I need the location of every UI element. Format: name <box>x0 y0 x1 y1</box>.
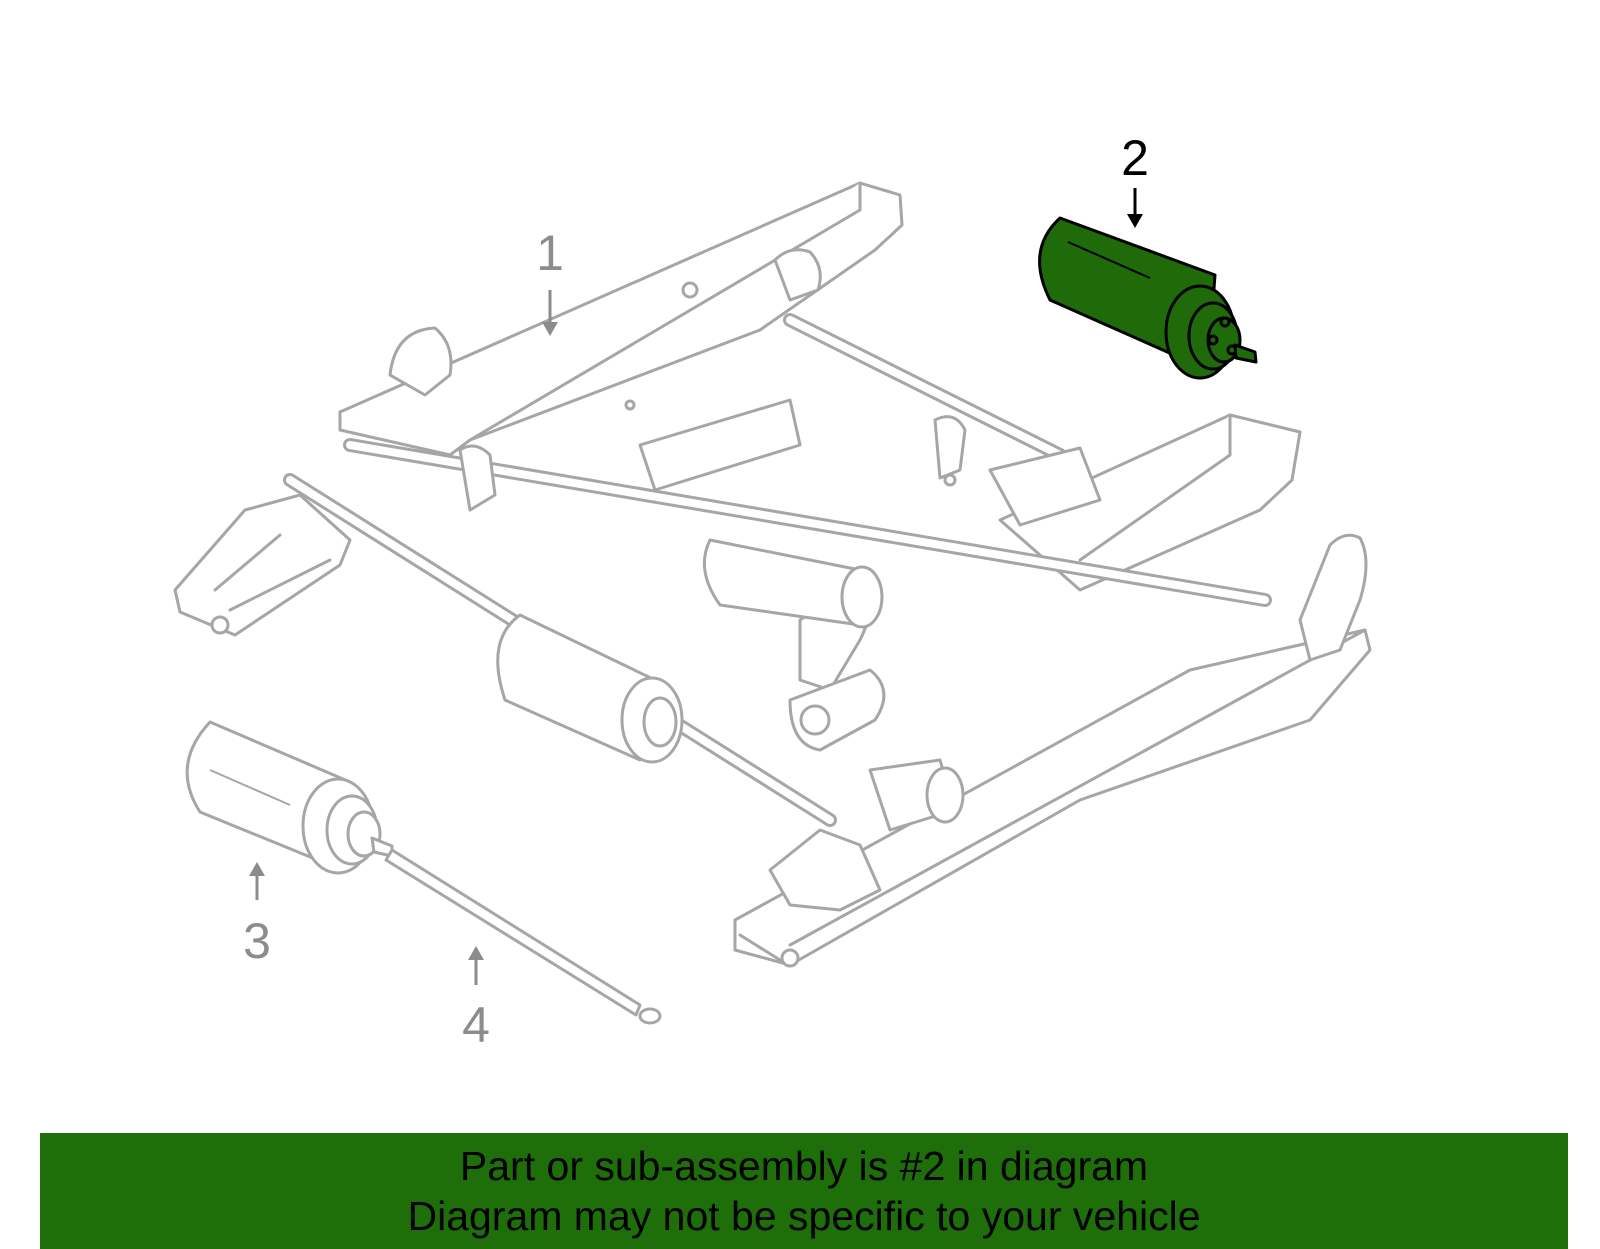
banner-line-2: Diagram may not be specific to your vehi… <box>407 1193 1201 1239</box>
banner-line-1: Part or sub-assembly is #2 in diagram <box>459 1143 1149 1189</box>
callout-1-label: 1 <box>536 225 564 281</box>
callout-4-label: 4 <box>462 997 490 1053</box>
parts-diagram: 1 2 3 4 <box>173 130 1372 1053</box>
callout-3-label: 3 <box>243 913 271 969</box>
seat-motor-loose[interactable] <box>185 720 394 875</box>
seat-track-assembly[interactable] <box>173 181 1372 968</box>
callout-3: 3 <box>243 862 271 969</box>
callout-2-label: 2 <box>1121 130 1149 186</box>
info-banner: Part or sub-assembly is #2 in diagram Di… <box>40 1133 1568 1249</box>
callout-2: 2 <box>1121 130 1149 228</box>
seat-motor-highlighted[interactable] <box>1038 211 1258 380</box>
callout-1: 1 <box>536 225 564 336</box>
callout-4: 4 <box>462 946 490 1053</box>
drive-cable[interactable] <box>384 848 662 1025</box>
